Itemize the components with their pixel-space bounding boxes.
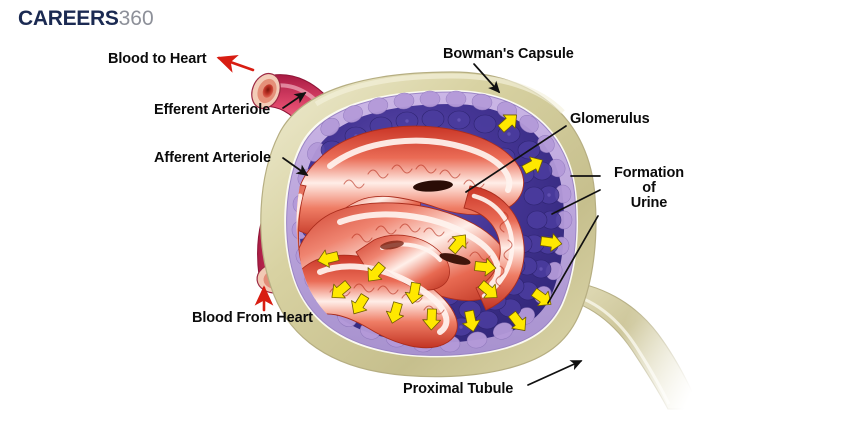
leader-glomerulus bbox=[465, 125, 567, 193]
leader-efferent-arteriole bbox=[282, 92, 307, 109]
label-formation-line-1: Formation bbox=[614, 165, 684, 181]
label-afferent-arteriole: Afferent Arteriole bbox=[154, 150, 271, 166]
careers360-logo: CAREERS360 bbox=[18, 8, 154, 29]
leader-afferent-arteriole bbox=[282, 157, 309, 176]
leader-proximal-tubule bbox=[527, 360, 583, 386]
label-glomerulus: Glomerulus bbox=[570, 111, 650, 127]
label-blood-to-heart: Blood to Heart bbox=[108, 51, 207, 67]
logo-text-primary: CAREERS bbox=[18, 7, 119, 30]
leader-urine-3 bbox=[547, 215, 599, 304]
filtration-flow-arrows bbox=[317, 114, 563, 332]
leader-urine-2 bbox=[551, 189, 601, 215]
blood-flow-pointer-arrows bbox=[216, 55, 274, 312]
leader-bowmans-capsule bbox=[473, 63, 501, 94]
label-formation-line-2: of bbox=[642, 180, 656, 196]
label-proximal-tubule: Proximal Tubule bbox=[403, 381, 514, 397]
label-formation-of-urine: Formation of Urine bbox=[606, 166, 692, 211]
label-blood-from-heart: Blood From Heart bbox=[192, 310, 313, 326]
label-formation-line-3: Urine bbox=[630, 195, 668, 211]
label-bowmans-capsule: Bowman's Capsule bbox=[443, 46, 574, 62]
label-leader-lines bbox=[282, 63, 601, 386]
logo-text-secondary: 360 bbox=[118, 7, 154, 30]
arrow-blood-to-heart bbox=[216, 55, 255, 73]
label-efferent-arteriole: Efferent Arteriole bbox=[154, 102, 271, 118]
